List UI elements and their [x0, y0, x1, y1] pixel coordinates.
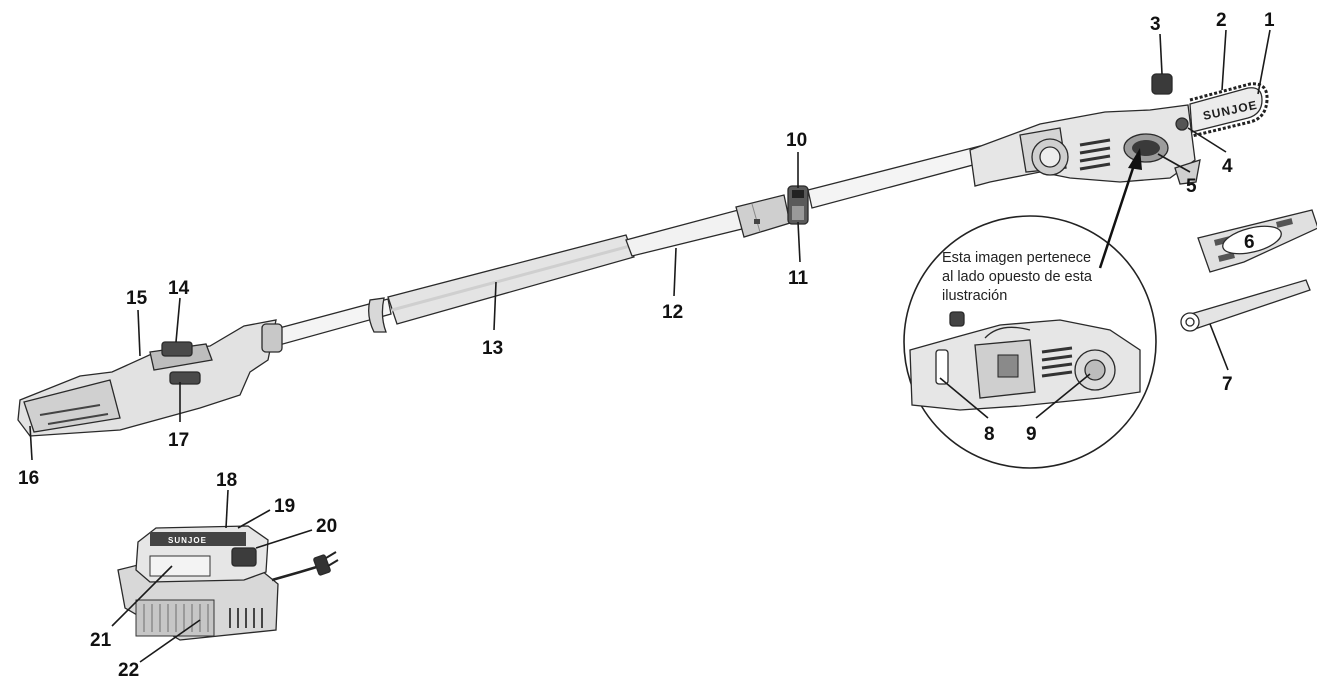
- guide-bar: [1189, 87, 1263, 133]
- pole-shaft: [267, 145, 985, 348]
- detail-inset: Esta imagen pertenece al lado opuesto de…: [903, 215, 1157, 469]
- part-label-7: 7: [1222, 374, 1233, 395]
- part-label-22: 22: [118, 660, 139, 681]
- part-label-11: 11: [788, 268, 809, 289]
- part-number-labels: 1 2 3 4 5 6 7 8 9 10 11 12 13 14 15 16 1…: [18, 10, 1275, 681]
- inset-note-line-2: al lado opuesto de esta: [942, 269, 1093, 285]
- part-label-19: 19: [274, 496, 295, 517]
- part-label-15: 15: [126, 288, 148, 309]
- oil-window: [935, 349, 949, 385]
- part-label-9: 9: [1026, 424, 1037, 445]
- part-label-16: 16: [18, 468, 39, 489]
- upper-tube: [625, 208, 747, 257]
- part-label-8: 8: [984, 424, 995, 445]
- part-label-18: 18: [216, 470, 237, 491]
- part-label-12: 12: [662, 302, 683, 323]
- inset-note-line-3: ilustración: [942, 288, 1007, 304]
- bar-cover: [1197, 209, 1317, 273]
- part-label-4: 4: [1222, 156, 1233, 177]
- bar-nut: [1175, 117, 1189, 131]
- part-label-2: 2: [1216, 10, 1227, 31]
- part-label-6: 6: [1244, 232, 1255, 253]
- tube-collar: [735, 194, 791, 238]
- part-label-21: 21: [90, 630, 112, 651]
- inset-pointer-arrow: [1098, 148, 1142, 269]
- shaft-ring: [368, 297, 387, 333]
- part-label-1: 1: [1264, 10, 1275, 31]
- motor-head: [969, 73, 1201, 187]
- chain-tension-knob: [1151, 73, 1173, 95]
- part-label-10: 10: [786, 130, 807, 151]
- leader-lines: [29, 29, 1271, 663]
- handle-assembly: [17, 319, 283, 437]
- part-label-20: 20: [316, 516, 337, 537]
- battery: SUNJOE: [135, 525, 269, 583]
- part-label-14: 14: [168, 278, 190, 299]
- wrench: [1180, 279, 1311, 332]
- part-label-3: 3: [1150, 14, 1161, 35]
- locking-clamp: [787, 185, 809, 225]
- battery-brand-text: SUNJOE: [168, 536, 207, 545]
- part-label-17: 17: [168, 430, 189, 451]
- part-label-13: 13: [482, 338, 503, 359]
- part-label-5: 5: [1186, 176, 1197, 197]
- trigger: [169, 371, 201, 385]
- guide-bar-and-chain: SUNJOE: [1189, 82, 1269, 138]
- inset-note-line-1: Esta imagen pertenece: [942, 250, 1091, 266]
- power-switch: [161, 341, 193, 357]
